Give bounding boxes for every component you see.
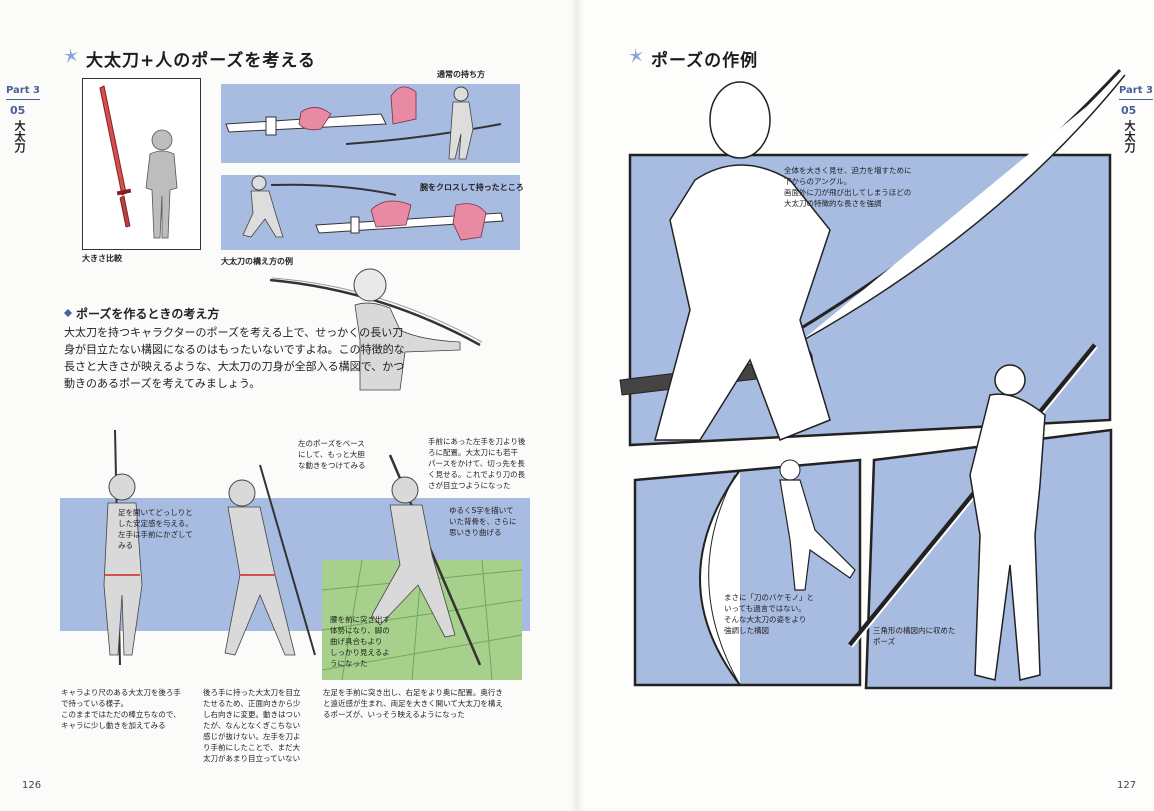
note-line: ポーズ	[873, 637, 896, 646]
flower-icon	[64, 48, 78, 63]
note-line: 感じが抜けない。左手を刀よ	[203, 732, 301, 741]
part-label: Part 3	[1119, 85, 1153, 96]
note-line: 足を開いてどっしりと	[118, 508, 193, 517]
note-line: 太刀があまり目立っていない	[203, 754, 301, 763]
note-line: キャラに少し動きを加えてみる	[61, 721, 166, 730]
part-label: Part 3	[6, 85, 40, 96]
note-line: した安定感を与える。	[118, 519, 193, 528]
note-line: 強調した構図	[724, 626, 769, 635]
part-number: 05	[10, 104, 26, 117]
divider	[1119, 99, 1153, 100]
page-number-left: 126	[22, 780, 42, 791]
caption-crossed-grip: 腕をクロスして持ったところ	[420, 183, 524, 192]
note-line: り手前にしたことで、まだ大	[203, 743, 300, 752]
caption-normal-grip: 通常の持ち方	[437, 70, 485, 79]
note-line: 左のポーズをベース	[298, 439, 365, 448]
note-line: く見せる。これでより刀の長	[428, 470, 526, 479]
shoulder-pose-illustration	[269, 268, 483, 391]
caption-holding-example: 大太刀の構え方の例	[221, 257, 293, 266]
note-2: 左のポーズをベース にして、もっと大胆 な動きをつけてみる	[298, 438, 366, 471]
diamond-icon	[64, 309, 72, 317]
note-line: キャラより尺のある大太刀を後ろ手	[61, 688, 181, 697]
body-line: 動きのあるポーズを考えてみましょう。	[64, 377, 261, 390]
bottom-note-3: 左足を手前に突き出し、右足をより奥に配置。奥行き と遠近感が生まれ、両足を大きく…	[323, 687, 503, 720]
note-line: にして、もっと大胆	[298, 450, 365, 459]
body-line: 身が目立たない構図になるのはもったいないですよね。この特徴的な	[64, 343, 405, 356]
subheading: ポーズを作るときの考え方	[76, 307, 220, 321]
bottom-note-2: 後ろ手に持った大太刀を目立 たせるため、正面向きから少 し右向きに変更。動きはつ…	[203, 687, 301, 764]
section-header: 大太刀+人のポーズを考える	[86, 51, 316, 71]
note-5: 腰を前に突き出す 体勢になり、脚の 曲げ具合もより しっかり見えるよ うになった	[330, 614, 390, 669]
note-line: このままではただの棒立ちなので、	[61, 710, 181, 719]
note-line: 下からのアングル。	[784, 177, 852, 186]
page-gutter	[570, 0, 584, 811]
body-line: 大太刀を持つキャラクターのポーズを考える上で、せっかくの長い刀	[64, 326, 404, 339]
note-line: 体勢になり、脚の	[330, 626, 390, 635]
note-line: 曲げ具合もより	[330, 637, 383, 646]
note-line: うになった	[330, 659, 368, 668]
bottom-note-1: キャラより尺のある大太刀を後ろ手 で持っている様子。 このままではただの棒立ちな…	[61, 687, 181, 731]
note-line: まさに「刀のバケモノ」と	[724, 593, 814, 602]
leaping-pose-illustration	[699, 459, 856, 686]
note-3: 手前にあった左手を刀より後 ろに配置。大太刀にも若干 パースをかけて、切っ先を長…	[428, 436, 525, 491]
note-line: パースをかけて、切っ先を長	[428, 459, 525, 468]
note-line: 後ろ手に持った大太刀を目立	[203, 688, 301, 697]
note-line: いっても過言ではない。	[724, 604, 806, 613]
note-line: たが、なんとなくぎこちない	[203, 721, 301, 730]
note-line: 画面外に刀が飛び出してしまうほどの	[784, 188, 912, 197]
flower-icon	[629, 48, 643, 63]
note-line: 全体を大きく見せ、迫力を増すために	[784, 166, 912, 175]
crossed-grip-illustration	[242, 175, 504, 241]
note-line: 左足を手前に突き出し、右足をより奥に配置。奥行き	[323, 688, 503, 697]
note-line: そんな大太刀の姿をより	[724, 615, 807, 624]
note-right-1: 全体を大きく見せ、迫力を増すために 下からのアングル。 画面外に刀が飛び出してし…	[784, 165, 912, 209]
section-header: ポーズの作例	[651, 51, 759, 71]
note-line: 左手は手前にかざして	[118, 530, 193, 539]
note-line: 腰を前に突き出す	[330, 615, 390, 624]
note-line: で持っている様子。	[61, 699, 129, 708]
part-title: 大太刀	[13, 120, 26, 153]
part-title: 大太刀	[1123, 120, 1136, 153]
note-line: 手前にあった左手を刀より後	[428, 437, 526, 446]
note-right-3: 三角形の構図内に収めた ポーズ	[873, 625, 956, 647]
note-line: ゆるくS字を描いて	[449, 506, 514, 515]
pose-figures-illustration	[103, 429, 482, 666]
note-line: な動きをつけてみる	[298, 461, 366, 470]
note-line: と遠近感が生まれ、両足を大きく開いて大太刀を構え	[323, 699, 503, 708]
divider	[6, 99, 40, 100]
part-number: 05	[1121, 104, 1137, 117]
note-line: ろに配置。大太刀にも若干	[428, 448, 518, 457]
note-line: さが目立つようになった	[428, 481, 511, 490]
note-line: しっかり見えるよ	[330, 648, 390, 657]
note-line: 思いきり曲げる	[449, 528, 502, 537]
note-line: るポーズが、いっそう映えるようになった	[323, 710, 465, 719]
note-line: みる	[118, 541, 133, 550]
body-text: 大太刀を持つキャラクターのポーズを考える上で、せっかくの長い刀 身が目立たない構…	[64, 324, 405, 392]
standing-pose-illustration	[848, 343, 1098, 681]
caption-size-compare: 大きさ比較	[82, 254, 122, 263]
page-number-right: 127	[1117, 780, 1137, 791]
note-4: ゆるくS字を描いて いた背骨を、さらに 思いきり曲げる	[449, 505, 517, 538]
note-line: いた背骨を、さらに	[449, 517, 517, 526]
note-1: 足を開いてどっしりと した安定感を与える。 左手は手前にかざして みる	[118, 507, 193, 551]
body-line: 長さと大きさが映えるような、大太刀の刀身が全部入る構図で、かつ	[64, 360, 405, 373]
note-line: し右向きに変更。動きはつい	[203, 710, 301, 719]
size-compare-box	[82, 78, 201, 250]
note-right-2: まさに「刀のバケモノ」と いっても過言ではない。 そんな大太刀の姿をより 強調し…	[724, 592, 814, 636]
note-line: たせるため、正面向きから少	[203, 699, 301, 708]
hero-pose-illustration	[619, 68, 1126, 441]
note-line: 三角形の構図内に収めた	[873, 626, 956, 635]
normal-grip-illustration	[225, 86, 502, 160]
note-line: 大太刀の特徴的な長さを強調	[784, 199, 882, 208]
size-compare-illustration	[99, 85, 178, 239]
